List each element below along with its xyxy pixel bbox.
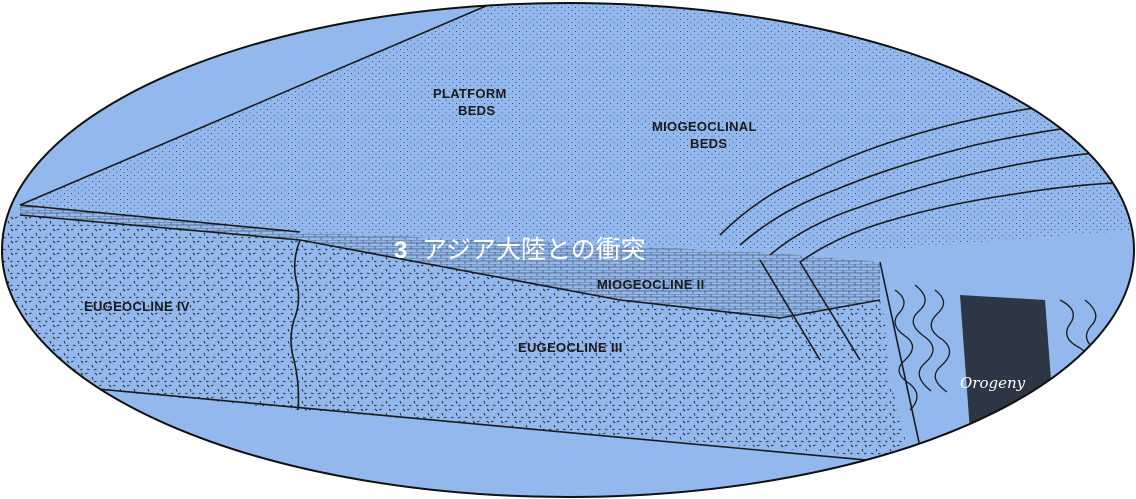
title-number: 3: [394, 237, 407, 264]
orogeny-watermark: Orogeny: [960, 374, 1026, 392]
label-eugeocline-iv: EUGEOCLINE IV: [84, 299, 190, 314]
title-text: アジア大陸との衝突: [422, 235, 646, 264]
label-platform-line2: BEDS: [458, 103, 495, 118]
label-miogeoclinal-line1: MIOGEOCLINAL: [652, 119, 757, 134]
label-miogeocline-ii: MIOGEOCLINE II: [597, 277, 704, 292]
dark-block: [960, 295, 1060, 499]
label-miogeoclinal-line2: BEDS: [690, 136, 727, 151]
label-platform-line1: PLATFORM: [433, 86, 507, 101]
label-eugeocline-iii: EUGEOCLINE III: [518, 340, 623, 355]
